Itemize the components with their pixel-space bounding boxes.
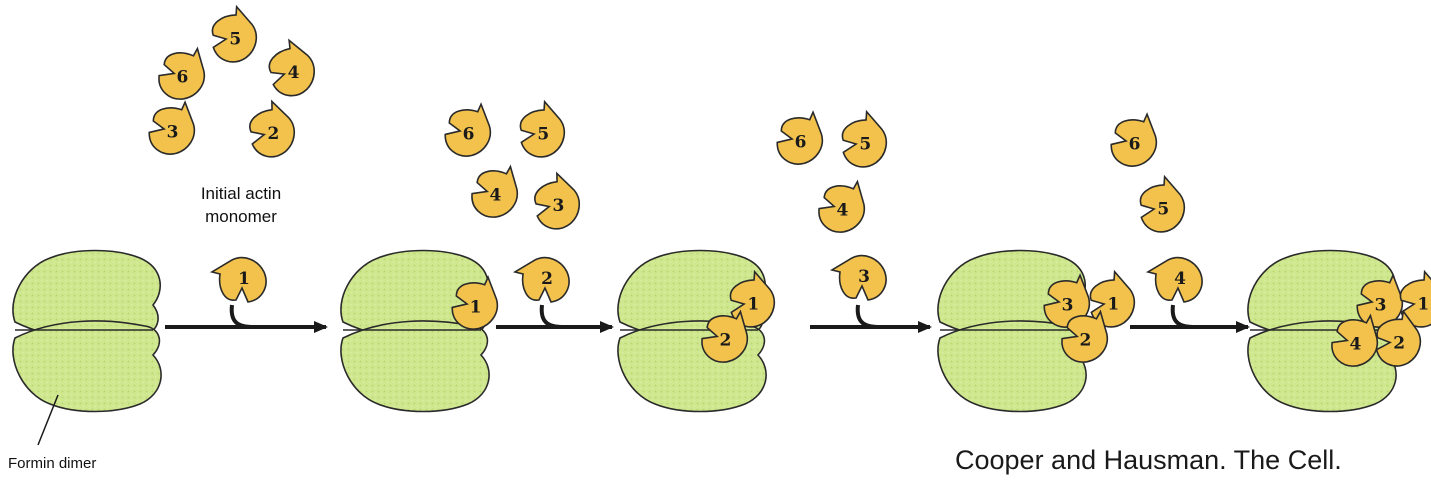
actin-monomer-number: 4 xyxy=(288,63,300,83)
reaction-arrow-3 xyxy=(810,304,932,333)
actin-monomer-number: 5 xyxy=(859,134,871,154)
actin-monomer-number: 6 xyxy=(176,68,188,88)
formin-dimer-2 xyxy=(340,249,490,413)
actin-monomer-number: 4 xyxy=(1349,335,1361,355)
bound-actin-monomer-2: 2 xyxy=(701,309,749,363)
actin-monomer-shape xyxy=(148,100,196,155)
actin-monomer-shape xyxy=(841,109,888,168)
actin-monomer-number: 2 xyxy=(541,269,553,289)
actin-monomer-number: 2 xyxy=(1079,331,1091,351)
actin-monomer-shape xyxy=(268,38,315,97)
actin-monomer-shape xyxy=(1139,174,1186,233)
actin-monomer-shape xyxy=(1061,309,1109,363)
formin-dimer-1 xyxy=(12,249,162,413)
free-actin-monomer-2: 2 xyxy=(249,99,295,158)
actin-monomer-number: 5 xyxy=(229,29,241,49)
free-actin-monomer-4: 4 xyxy=(471,164,519,218)
free-actin-monomer-5: 5 xyxy=(519,99,566,158)
bound-actin-monomer-1: 1 xyxy=(451,275,499,330)
actin-monomer-number: 3 xyxy=(858,267,870,287)
actin-monomer-shape xyxy=(211,4,258,63)
actin-monomer-shape xyxy=(444,102,492,157)
actin-monomer-shape xyxy=(1356,273,1404,328)
actin-monomer-number: 2 xyxy=(719,331,731,351)
free-actin-monomer-5: 5 xyxy=(841,109,888,168)
actin-monomer-shape xyxy=(1331,313,1379,367)
incoming-actin-monomer-2: 2 xyxy=(512,256,570,303)
bound-actin-monomer-2: 2 xyxy=(1375,309,1422,367)
initial-monomer-label-line1: Initial actin xyxy=(200,184,282,203)
actin-monomer-number: 5 xyxy=(537,124,549,144)
initial-monomer-label-line2: monomer xyxy=(205,207,277,226)
reaction-arrow-1 xyxy=(165,304,328,333)
free-actin-monomer-3: 3 xyxy=(534,171,580,230)
actin-monomer-number: 3 xyxy=(552,196,564,216)
reaction-arrow-2 xyxy=(496,304,614,333)
actin-monomer-shape xyxy=(519,99,566,158)
free-actin-monomer-4: 4 xyxy=(818,179,866,233)
actin-monomer-number: 4 xyxy=(836,201,848,221)
actin-monomer-shape xyxy=(534,171,580,230)
actin-monomer-number: 6 xyxy=(795,132,807,152)
actin-monomer-number: 2 xyxy=(1393,334,1405,354)
actin-monomer-shape xyxy=(701,309,749,363)
free-actin-monomer-6: 6 xyxy=(158,46,206,100)
free-actin-monomer-5: 5 xyxy=(211,4,258,63)
actin-monomer-number: 3 xyxy=(1062,295,1074,315)
free-actin-monomer-4: 4 xyxy=(268,38,315,97)
actin-monomer-number: 5 xyxy=(1157,199,1169,219)
initial-monomer-label: Initial actin monomer xyxy=(186,182,296,228)
bound-actin-monomer-3: 3 xyxy=(1356,273,1404,328)
actin-monomer-shape xyxy=(1145,256,1203,303)
free-actin-monomer-5: 5 xyxy=(1139,174,1186,233)
actin-monomer-shape xyxy=(818,179,866,233)
actin-monomer-number: 1 xyxy=(470,297,482,317)
actin-monomer-number: 4 xyxy=(489,186,501,206)
actin-monomer-shape xyxy=(1110,112,1158,167)
actin-monomer-shape xyxy=(1043,273,1091,328)
actin-monomer-number: 1 xyxy=(1107,294,1119,314)
free-actin-monomer-3: 3 xyxy=(148,100,196,155)
formin-dimer-label: Formin dimer xyxy=(8,455,97,472)
actin-monomer-number: 3 xyxy=(1375,295,1387,315)
actin-monomer-number: 1 xyxy=(747,294,759,314)
actin-monomer-shape xyxy=(829,254,887,301)
actin-monomer-shape xyxy=(158,46,206,100)
bound-actin-monomer-4: 4 xyxy=(1331,313,1379,367)
formin-dimer-4 xyxy=(937,249,1087,413)
incoming-actin-monomer-4: 4 xyxy=(1145,256,1203,303)
actin-monomer-shape xyxy=(776,110,824,165)
actin-monomer-shape xyxy=(249,99,295,158)
source-credit: Cooper and Hausman. The Cell. xyxy=(955,445,1342,475)
free-actin-monomer-6: 6 xyxy=(1110,112,1158,167)
actin-monomer-shape xyxy=(471,164,519,218)
actin-monomer-number: 2 xyxy=(267,124,279,144)
actin-monomer-number: 3 xyxy=(167,122,179,142)
incoming-actin-monomer-1: 1 xyxy=(209,256,267,303)
reaction-arrow-4 xyxy=(1130,304,1250,333)
actin-monomer-shape xyxy=(451,275,499,330)
free-actin-monomer-6: 6 xyxy=(776,110,824,165)
actin-monomer-shape xyxy=(209,256,267,303)
actin-monomer-number: 6 xyxy=(1129,134,1141,154)
actin-monomer-number: 4 xyxy=(1174,269,1186,289)
actin-monomer-number: 6 xyxy=(463,124,475,144)
actin-monomer-shape xyxy=(512,256,570,303)
bound-actin-monomer-2: 2 xyxy=(1061,309,1109,363)
actin-monomer-number: 1 xyxy=(238,269,250,289)
actin-monomer-number: 1 xyxy=(1417,294,1429,314)
free-actin-monomer-6: 6 xyxy=(444,102,492,157)
actin-monomer-shape xyxy=(1375,309,1422,367)
bound-actin-monomer-3: 3 xyxy=(1043,273,1091,328)
incoming-actin-monomer-3: 3 xyxy=(829,254,887,301)
formin-pointer-line xyxy=(37,394,59,446)
